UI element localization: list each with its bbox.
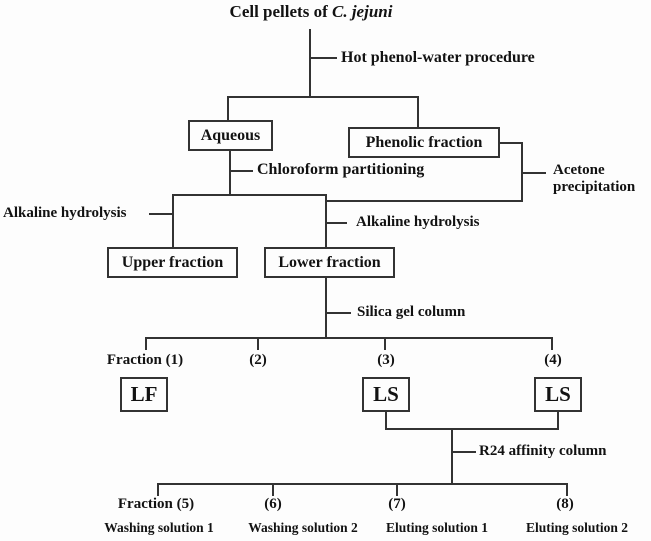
tick-alkaline-right [327, 222, 347, 224]
connector-split3-horizontal [145, 337, 553, 339]
tick-acetone [523, 172, 546, 174]
box-phenolic-label: Phenolic fraction [365, 133, 483, 151]
connector-to-aqueous [227, 96, 229, 122]
label-fraction-1: Fraction (1) [106, 352, 184, 368]
label-alkaline-hydrolysis-left: Alkaline hydrolysis [3, 205, 127, 221]
connector-phenolic-right [500, 142, 523, 144]
connector-title-down [309, 29, 311, 97]
label-fraction-5: Fraction (5) [117, 496, 195, 512]
connector-to-lower [325, 194, 327, 249]
label-acetone-line2: precipitation [553, 179, 636, 196]
connector-below-lower [325, 277, 327, 339]
label-r24-affinity-column: R24 affinity column [479, 443, 607, 459]
box-lower-label: Lower fraction [278, 253, 381, 271]
stub-fraction-8 [566, 483, 568, 496]
box-ls-right: LS [534, 377, 582, 412]
label-alkaline-hydrolysis-right: Alkaline hydrolysis [356, 214, 480, 230]
box-lf-label: LF [130, 382, 158, 406]
box-ls-left: LS [362, 377, 410, 412]
box-ls-left-label: LS [373, 382, 399, 406]
connector-phenolic-join [325, 200, 523, 202]
label-eluting-solution-2: Eluting solution 2 [525, 520, 629, 535]
box-lower-fraction: Lower fraction [264, 247, 395, 278]
connector-phenolic-down [521, 142, 523, 202]
label-washing-solution-2: Washing solution 2 [248, 520, 358, 535]
label-fraction-8: (8) [556, 496, 574, 512]
connector-to-phenolic [417, 96, 419, 129]
label-acetone-line1: Acetone [553, 162, 605, 178]
tick-hot-phenol [311, 57, 337, 59]
page-title: Cell pellets of C. jejuni [230, 2, 393, 22]
connector-split2-horizontal [172, 194, 327, 196]
connector-ls-left-down [385, 411, 387, 430]
stub-fraction-1 [145, 337, 147, 350]
box-ls-right-label: LS [545, 382, 571, 406]
label-acetone-precipitation: Acetone precipitation [553, 162, 635, 197]
stub-fraction-2 [257, 337, 259, 350]
connector-below-aqueous [229, 150, 231, 196]
connector-to-upper [172, 194, 174, 249]
connector-ls-right-down [557, 411, 559, 430]
stub-fraction-5 [157, 483, 159, 496]
box-upper-label: Upper fraction [121, 253, 224, 271]
title-species: C. jejuni [331, 2, 393, 21]
box-aqueous-label: Aqueous [200, 126, 261, 144]
label-fraction-7: (7) [388, 496, 406, 512]
label-fraction-3: (3) [377, 352, 395, 368]
stub-fraction-6 [272, 483, 274, 496]
tick-silica [327, 312, 351, 314]
connector-r24-down [451, 428, 453, 485]
connector-split1-horizontal [227, 96, 419, 98]
label-hot-phenol-procedure: Hot phenol-water procedure [341, 49, 535, 66]
box-aqueous: Aqueous [188, 120, 273, 151]
connector-ls-join [385, 428, 559, 430]
stub-fraction-3 [384, 337, 386, 350]
label-fraction-2: (2) [249, 352, 267, 368]
label-washing-solution-1: Washing solution 1 [104, 520, 214, 535]
label-eluting-solution-1: Eluting solution 1 [385, 520, 489, 535]
tick-r24 [453, 451, 476, 453]
label-fraction-6: (6) [264, 496, 282, 512]
label-silica-gel-column: Silica gel column [357, 304, 466, 320]
box-lf: LF [120, 377, 168, 412]
tick-chloroform [231, 170, 253, 172]
label-chloroform-partitioning: Chloroform partitioning [257, 161, 425, 178]
stub-fraction-7 [396, 483, 398, 496]
connector-split4-horizontal [157, 483, 568, 485]
label-fraction-4: (4) [544, 352, 562, 368]
tick-alkaline-left [149, 213, 172, 215]
stub-fraction-4 [551, 337, 553, 350]
title-prefix: Cell pellets of [229, 2, 332, 21]
box-upper-fraction: Upper fraction [107, 247, 238, 278]
box-phenolic-fraction: Phenolic fraction [348, 127, 500, 158]
